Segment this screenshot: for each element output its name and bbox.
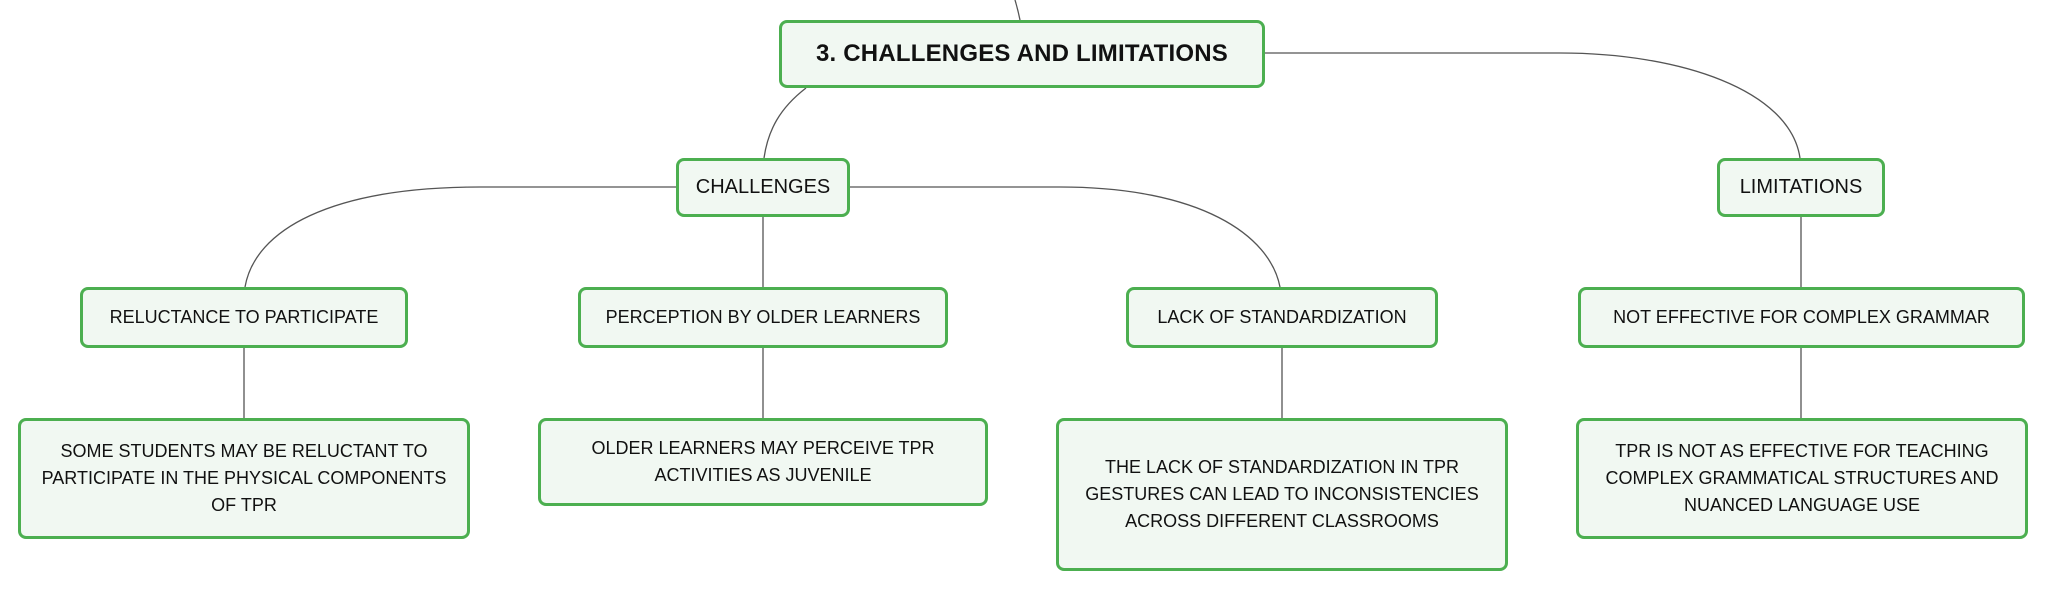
- detail-text: SOME STUDENTS MAY BE RELUCTANT TO PARTIC…: [41, 441, 447, 515]
- detail-node-standardization[interactable]: THE LACK OF STANDARDIZATION IN TPR GESTU…: [1056, 418, 1508, 571]
- topic-node-standardization[interactable]: LACK OF STANDARDIZATION: [1126, 287, 1438, 348]
- topic-label: RELUCTANCE TO PARTICIPATE: [109, 307, 379, 327]
- detail-node-grammar[interactable]: TPR IS NOT AS EFFECTIVE FOR TEACHING COM…: [1576, 418, 2028, 539]
- root-title: 3. CHALLENGES AND LIMITATIONS: [815, 40, 1229, 67]
- detail-text: OLDER LEARNERS MAY PERCEIVE TPR ACTIVITI…: [591, 438, 935, 485]
- topic-label: NOT EFFECTIVE FOR COMPLEX GRAMMAR: [1613, 307, 1990, 327]
- topic-node-grammar[interactable]: NOT EFFECTIVE FOR COMPLEX GRAMMAR: [1578, 287, 2025, 348]
- connector-root-to-limitations: [1265, 52, 1801, 159]
- detail-text: TPR IS NOT AS EFFECTIVE FOR TEACHING COM…: [1605, 441, 1999, 515]
- connector-challenges-to-reluctance: [244, 186, 676, 288]
- topic-node-reluctance[interactable]: RELUCTANCE TO PARTICIPATE: [80, 287, 408, 348]
- topic-label: LACK OF STANDARDIZATION: [1157, 307, 1407, 327]
- detail-node-perception[interactable]: OLDER LEARNERS MAY PERCEIVE TPR ACTIVITI…: [538, 418, 988, 506]
- root-node[interactable]: 3. CHALLENGES AND LIMITATIONS: [779, 20, 1265, 88]
- detail-text: THE LACK OF STANDARDIZATION IN TPR GESTU…: [1085, 457, 1479, 531]
- detail-node-reluctance[interactable]: SOME STUDENTS MAY BE RELUCTANT TO PARTIC…: [18, 418, 470, 539]
- topic-label: PERCEPTION BY OLDER LEARNERS: [605, 307, 921, 327]
- branch-node-challenges[interactable]: CHALLENGES: [676, 158, 850, 217]
- connector-root-to-challenges: [763, 87, 807, 159]
- topic-node-perception[interactable]: PERCEPTION BY OLDER LEARNERS: [578, 287, 948, 348]
- connector-parent-to-root: [1014, 0, 1021, 21]
- connector-challenges-to-standardization: [850, 186, 1281, 288]
- branch-label: LIMITATIONS: [1739, 176, 1863, 198]
- branch-node-limitations[interactable]: LIMITATIONS: [1717, 158, 1885, 217]
- branch-label: CHALLENGES: [695, 176, 831, 198]
